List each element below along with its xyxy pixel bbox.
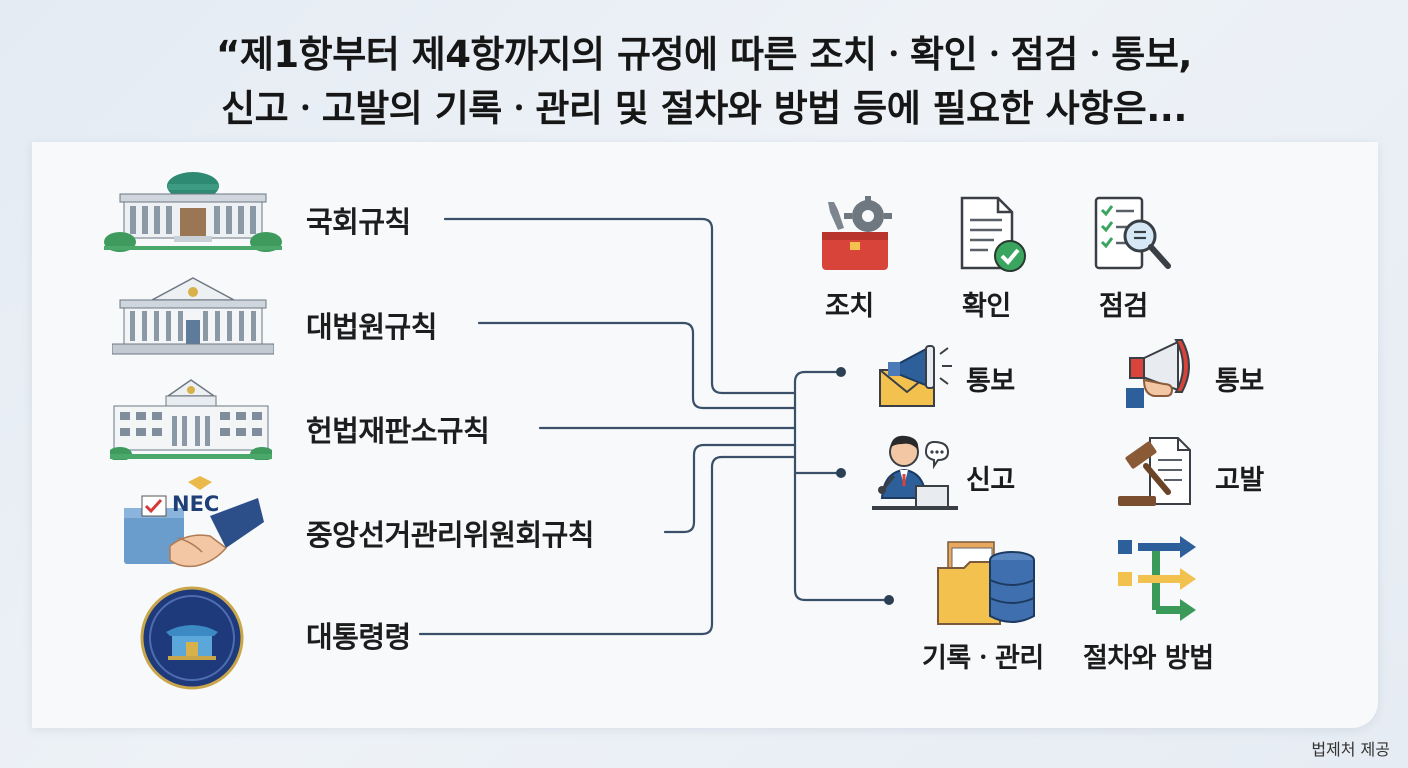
presidential-seal-icon <box>140 586 244 690</box>
label-procedure: 절차와 방법 <box>1083 643 1214 674</box>
label-report: 신고 <box>966 465 1015 496</box>
document-check-icon <box>960 196 1026 272</box>
label-confirm: 확인 <box>962 291 1011 322</box>
national-assembly-icon <box>104 172 282 252</box>
rule-label-supreme-court: 대법원규칙 <box>306 310 437 344</box>
rule-label-election-commission: 중앙선거관리위원회규칙 <box>306 518 594 552</box>
nec-logo-text: NEC <box>172 492 220 516</box>
connector-line-court <box>477 321 797 410</box>
title-line-2: 신고ㆍ고발의 기록ㆍ관리 및 절차와 방법 등에 필요한 사항은... <box>221 87 1187 130</box>
title-line-1: “제1항부터 제4항까지의 규정에 따른 조치ㆍ확인ㆍ점검ㆍ통보, <box>216 33 1192 76</box>
label-inspect: 점검 <box>1099 291 1148 322</box>
page-title: “제1항부터 제4항까지의 규정에 따른 조치ㆍ확인ㆍ점검ㆍ통보, 신고ㆍ고발의… <box>0 28 1408 136</box>
gavel-document-icon <box>1118 437 1191 506</box>
label-notify-2: 통보 <box>1215 366 1264 397</box>
rule-label-presidential-decree: 대통령령 <box>306 620 411 654</box>
connector-line-nec <box>663 443 797 534</box>
label-accuse: 고발 <box>1215 465 1264 496</box>
label-action: 조치 <box>825 291 874 322</box>
supreme-court-icon <box>112 277 274 355</box>
flow-arrows-icon <box>1118 536 1196 621</box>
toolbox-gear-icon <box>822 196 892 270</box>
rule-label-national-assembly: 국회규칙 <box>306 205 411 239</box>
rule-label-constitutional-court: 헌법재판소규칙 <box>306 414 490 448</box>
connector-trunk <box>793 370 891 602</box>
connector-dot-report <box>836 468 846 478</box>
connector-dot-records <box>884 595 894 605</box>
megaphone-envelope-icon <box>879 345 952 407</box>
speaker-person-icon <box>872 435 958 510</box>
credit-text: 법제처 제공 <box>1311 740 1390 759</box>
constitutional-court-icon <box>110 379 272 460</box>
label-records: 기록ㆍ관리 <box>922 643 1044 674</box>
megaphone-hand-icon <box>1126 339 1190 408</box>
checklist-magnifier-icon <box>1094 196 1171 270</box>
folder-database-icon <box>937 541 1035 625</box>
label-notify-1: 통보 <box>966 366 1015 397</box>
election-commission-icon: NEC <box>118 476 268 580</box>
connector-dot-notify <box>836 367 846 377</box>
connector-line-president <box>418 455 797 636</box>
connector-line-assembly <box>443 217 797 395</box>
